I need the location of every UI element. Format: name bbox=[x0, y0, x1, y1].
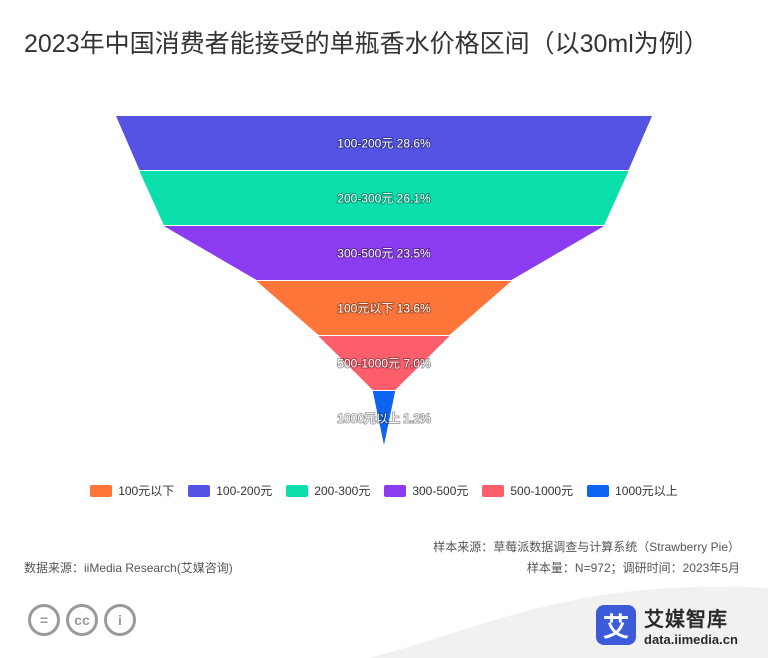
legend-item[interactable]: 500-1000元 bbox=[482, 482, 573, 499]
person-icon: i bbox=[104, 604, 136, 636]
legend-label: 300-500元 bbox=[412, 484, 469, 498]
legend-swatch bbox=[286, 484, 309, 497]
funnel-label: 500-1000元 7.0% bbox=[337, 357, 431, 371]
legend-swatch bbox=[482, 484, 505, 497]
legend-item[interactable]: 100元以下 bbox=[90, 482, 174, 499]
legend-item[interactable]: 1000元以上 bbox=[587, 482, 678, 499]
funnel-segment bbox=[256, 281, 512, 335]
legend-item[interactable]: 300-500元 bbox=[384, 482, 468, 499]
chart-legend: 100元以下 100-200元 200-300元 300-500元 500-1000元 1… bbox=[0, 482, 768, 499]
brand-logo-icon: 艾 bbox=[596, 605, 636, 645]
legend-swatch bbox=[587, 484, 610, 497]
funnel-segment bbox=[372, 391, 396, 445]
legend-label: 100-200元 bbox=[216, 484, 273, 498]
funnel-label: 100元以下 13.6% bbox=[337, 302, 431, 316]
cc-icon: cc bbox=[66, 604, 98, 636]
funnel-label: 100-200元 28.6% bbox=[337, 137, 431, 151]
sample-meta: 样本量：N=972；调研时间：2023年5月 bbox=[526, 561, 740, 575]
funnel-segment bbox=[116, 116, 652, 170]
legend-swatch bbox=[384, 484, 407, 497]
legend-label: 1000元以上 bbox=[615, 484, 678, 498]
sample-source: 样本来源：草莓派数据调查与计算系统（Strawberry Pie） bbox=[433, 540, 740, 554]
footer-decoration bbox=[368, 586, 768, 658]
data-source: 数据来源：iiMedia Research(艾媒咨询) bbox=[24, 561, 233, 575]
brand: 艾 艾媒智库 data.iimedia.cn bbox=[596, 603, 738, 647]
legend-label: 500-1000元 bbox=[510, 484, 574, 498]
funnel-segment bbox=[163, 226, 605, 280]
legend-label: 200-300元 bbox=[314, 484, 371, 498]
legend-swatch bbox=[188, 484, 211, 497]
funnel-label: 1000元以上 1.2% bbox=[337, 412, 431, 426]
equals-icon: = bbox=[28, 604, 60, 636]
funnel-label: 200-300元 26.1% bbox=[337, 192, 431, 206]
brand-name: 艾媒智库 bbox=[644, 609, 728, 631]
legend-label: 100元以下 bbox=[118, 484, 175, 498]
brand-url: data.iimedia.cn bbox=[644, 632, 738, 647]
funnel-segment bbox=[318, 336, 450, 390]
legend-item[interactable]: 200-300元 bbox=[286, 482, 370, 499]
legend-item[interactable]: 100-200元 bbox=[188, 482, 272, 499]
funnel-segment bbox=[139, 171, 629, 225]
funnel-chart: 100-200元 28.6% 200-300元 26.1% 300-500元 23.… bbox=[116, 116, 652, 445]
funnel-label: 300-500元 23.5% bbox=[337, 247, 431, 261]
legend-swatch bbox=[90, 484, 113, 497]
license-icons: = cc i bbox=[28, 604, 136, 636]
chart-title: 2023年中国消费者能接受的单瓶香水价格区间（以30ml为例） bbox=[24, 30, 709, 58]
